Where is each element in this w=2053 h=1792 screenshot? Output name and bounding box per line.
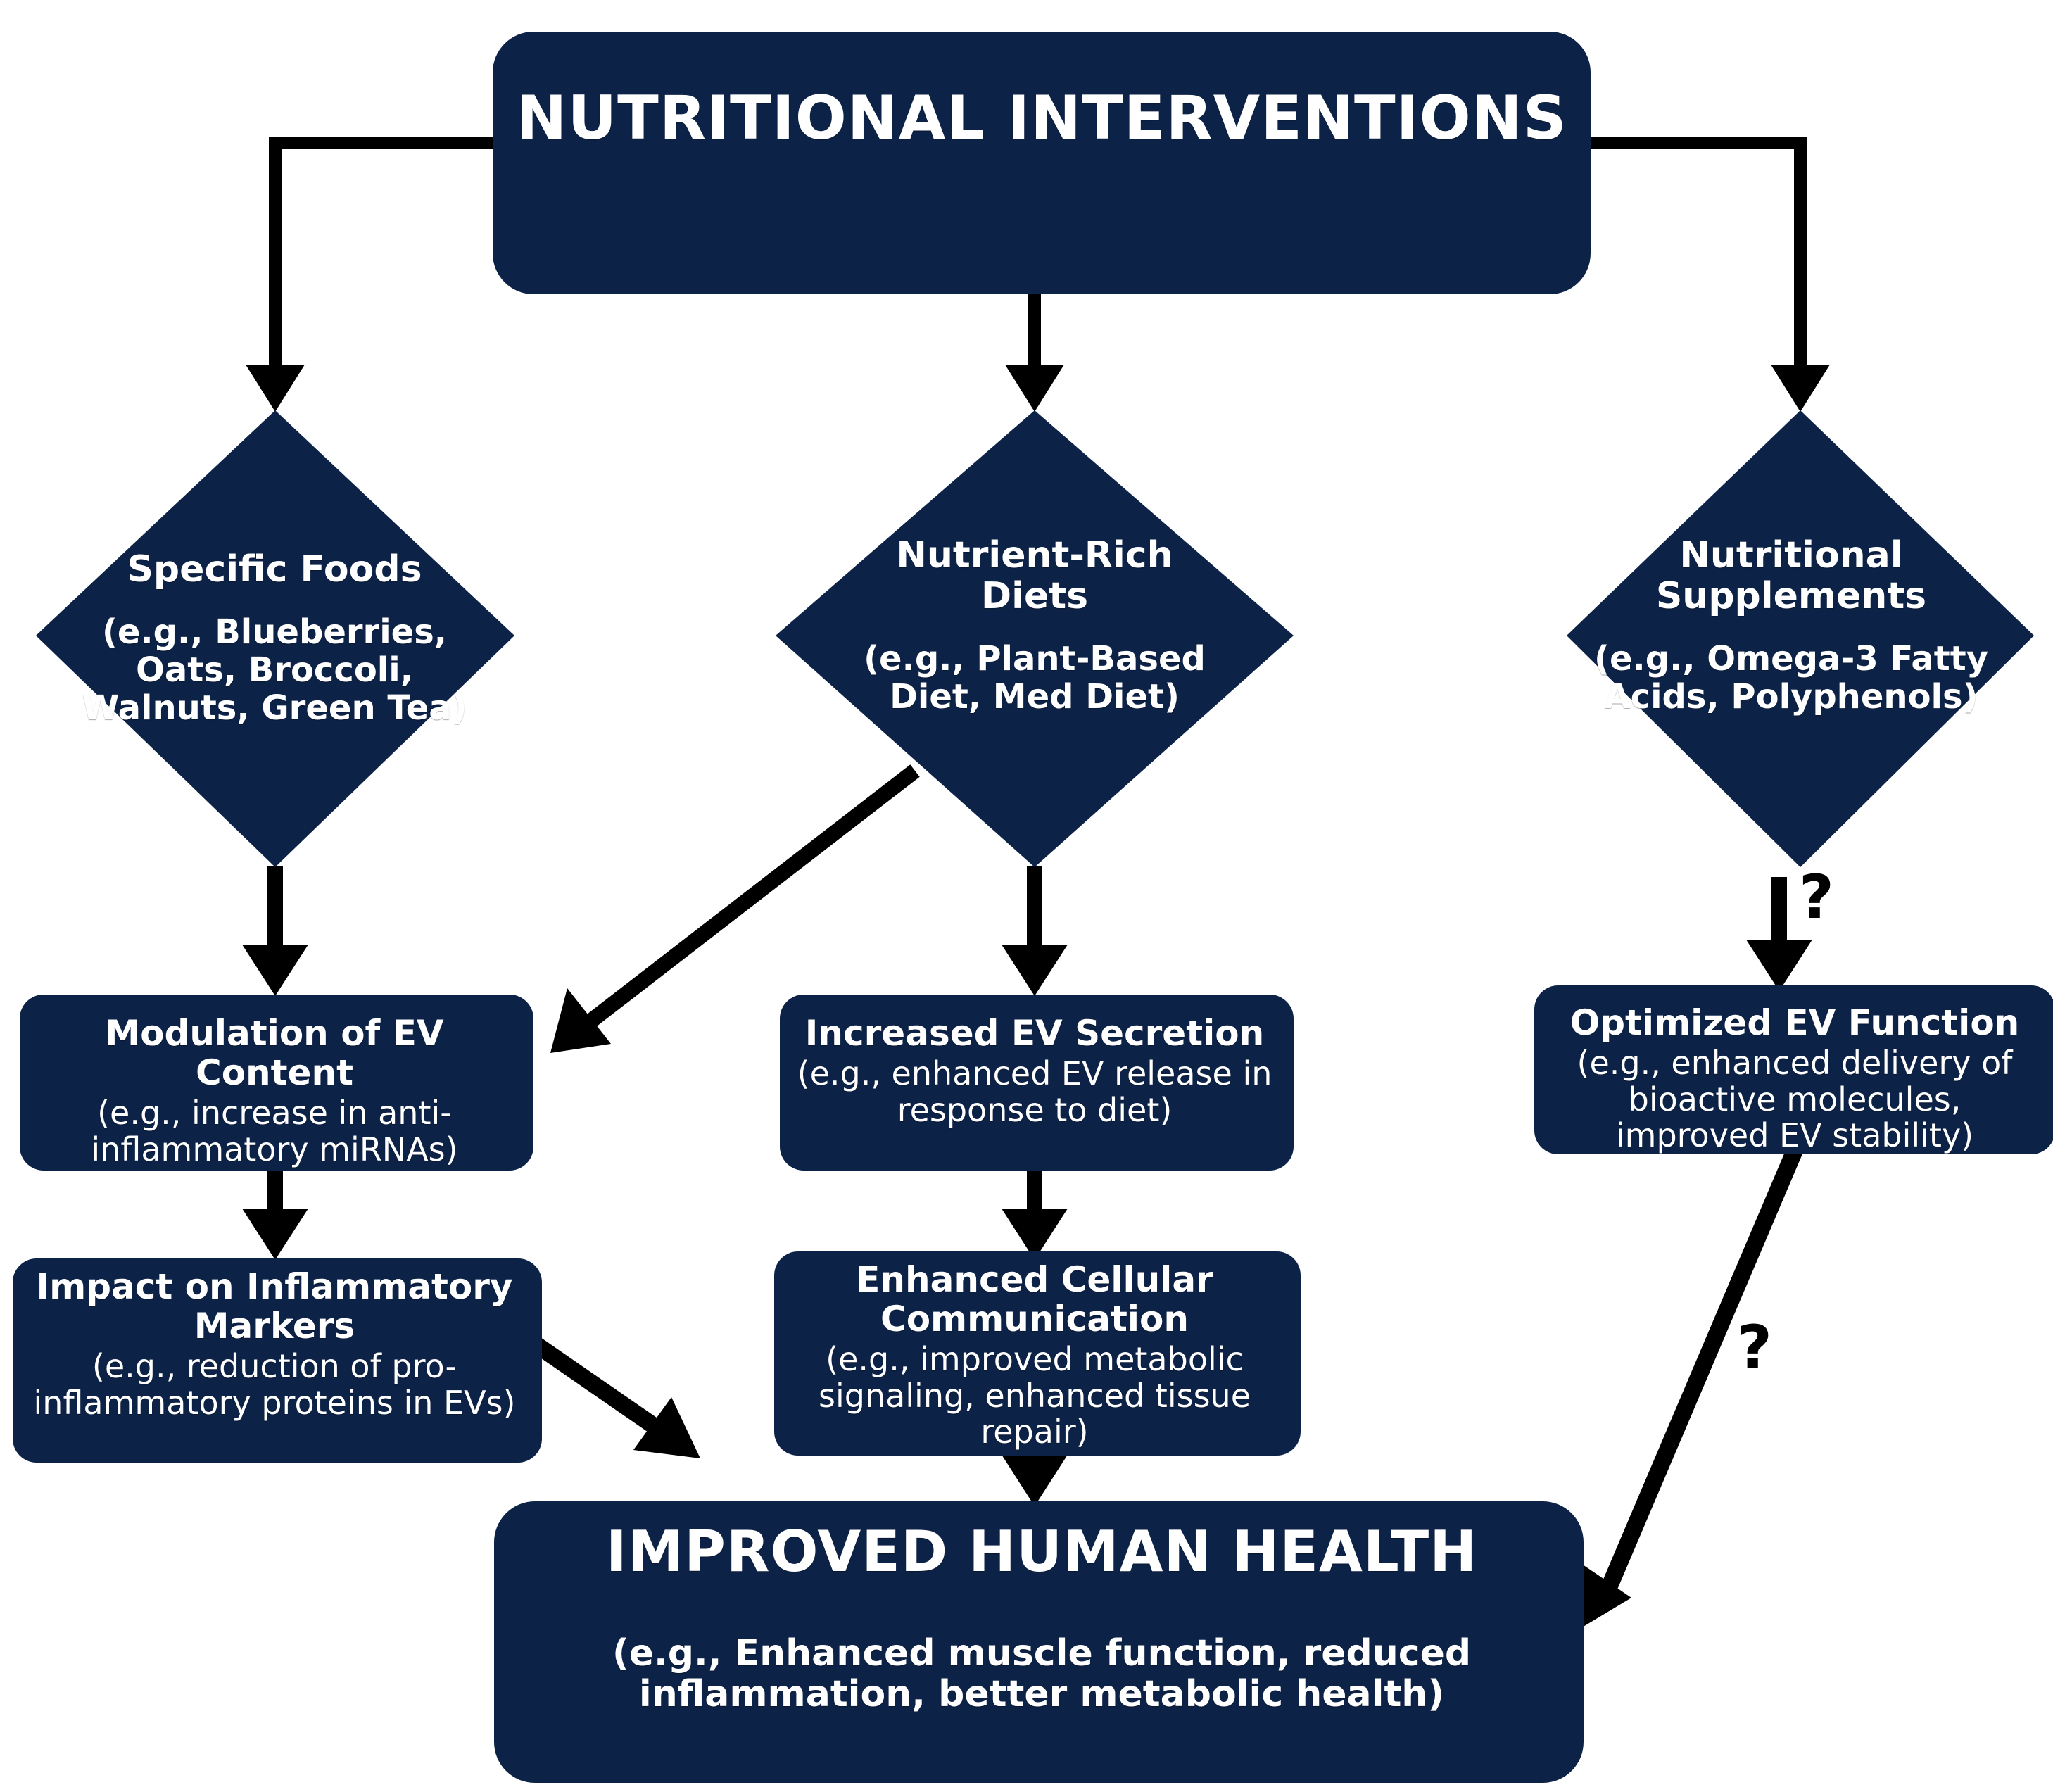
node-nutrient-rich-diets[interactable] <box>776 410 1294 867</box>
node-impact-on-inflammatory-markers[interactable] <box>13 1258 542 1463</box>
node-nutritional-supplements[interactable] <box>1567 410 2034 867</box>
edge-root-to-specific-foods <box>246 137 493 412</box>
node-nutritional-interventions[interactable] <box>493 32 1591 294</box>
node-increased-ev-secretion[interactable] <box>780 995 1294 1171</box>
edge-root-to-nutritional-supplements <box>1591 137 1830 412</box>
edge-nutrient-rich-diets-to-increased-secretion <box>1002 866 1068 996</box>
edge-increased-secretion-to-enhanced-comm <box>1002 1168 1068 1260</box>
edge-modulation-to-impact <box>242 1168 308 1260</box>
node-specific-foods[interactable] <box>36 410 514 867</box>
node-enhanced-cellular-communication[interactable] <box>774 1251 1301 1456</box>
edge-impact-to-improved-health <box>519 1329 700 1458</box>
node-layer <box>13 32 2053 1783</box>
edge-layer <box>242 137 1830 1632</box>
node-improved-human-health[interactable] <box>494 1501 1584 1783</box>
edge-optimized-ev-to-improved-health <box>1575 1144 1805 1632</box>
edge-root-to-nutrient-rich-diets <box>1005 294 1064 412</box>
edge-specific-foods-to-modulation <box>242 866 308 996</box>
edge-nutrient-rich-diets-to-modulation <box>550 764 920 1053</box>
node-modulation-of-ev-content[interactable] <box>20 995 533 1171</box>
node-optimized-ev-function[interactable] <box>1534 985 2053 1154</box>
edge-nutritional-supplements-to-optimized-ev <box>1746 877 1812 991</box>
